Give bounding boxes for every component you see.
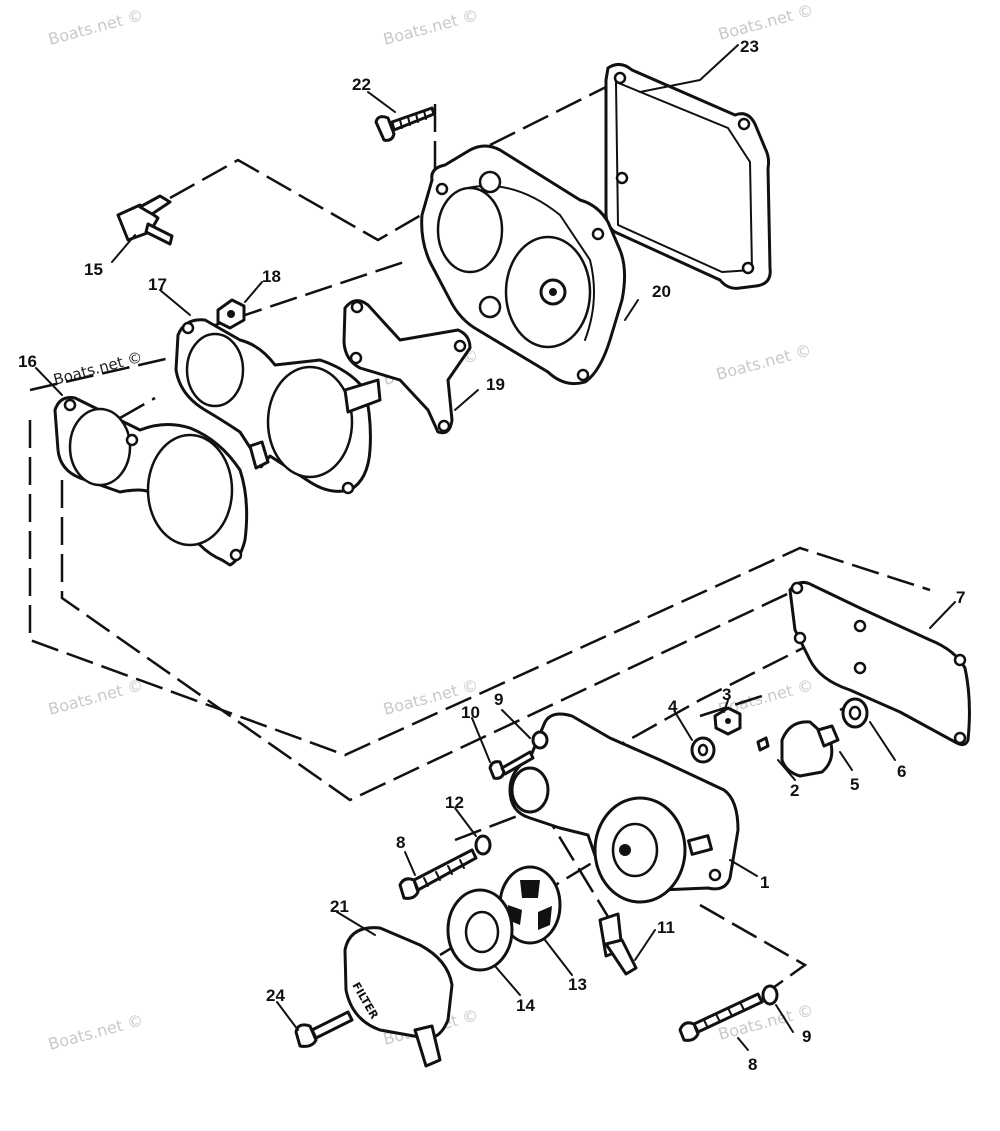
callout-22: 22: [352, 75, 371, 94]
callout-7: 7: [956, 588, 965, 607]
callout-4: 4: [668, 697, 678, 716]
callout-23: 23: [740, 37, 759, 56]
callout-11: 11: [657, 918, 675, 937]
callout-9: 9: [494, 690, 503, 709]
part-2-screw: [756, 736, 770, 752]
callout-16: 16: [18, 352, 37, 371]
part-14-gasket: [446, 888, 514, 972]
part-17-pump-body: [174, 318, 382, 495]
part-6-washer: [841, 697, 869, 729]
callout-13: 13: [568, 975, 587, 994]
callout-24: 24: [266, 986, 285, 1005]
part-11-fitting: [598, 912, 638, 976]
callout-2: 2: [790, 781, 799, 800]
part-7-gasket: [788, 580, 971, 747]
callout-3: 3: [722, 685, 731, 704]
callout-9: 9: [802, 1027, 811, 1046]
part-22-screw: [374, 106, 436, 142]
callout-12: 12: [445, 793, 464, 812]
callout-8: 8: [748, 1055, 757, 1074]
part-9-washer: [531, 730, 549, 750]
part-10-screw: [488, 750, 535, 780]
part-18-nut: [216, 298, 246, 330]
watermark: Boats.net ©: [46, 1010, 145, 1054]
part-8-screw: [398, 848, 478, 900]
part-15-fitting: [116, 194, 174, 246]
part-16-gasket: [53, 396, 249, 567]
part-1-housing: [508, 712, 740, 904]
watermark: Boats.net ©: [46, 675, 145, 719]
part-13-plate: [498, 865, 562, 945]
part-23-gasket: [604, 63, 772, 290]
callout-6: 6: [897, 762, 906, 781]
callout-19: 19: [486, 375, 505, 394]
watermark: Boats.net ©: [46, 5, 145, 49]
watermark: Boats.net ©: [381, 5, 480, 49]
part-5-valve: [780, 720, 840, 778]
part-9-washer-lower: [761, 984, 779, 1006]
callout-15: 15: [84, 260, 103, 279]
part-12-washer: [474, 834, 492, 856]
callout-1: 1: [760, 873, 769, 892]
part-24-screw: [294, 1010, 354, 1048]
callout-17: 17: [148, 275, 167, 294]
callout-14: 14: [516, 996, 535, 1015]
callouts: 23 22 15 17 18 16 20 19 7 9 10 4 3 2 5 6…: [18, 37, 965, 1074]
part-3-nut: [713, 706, 742, 736]
leader-lines: [35, 44, 956, 1051]
callout-8: 8: [396, 833, 405, 852]
watermark: Boats.net ©: [716, 0, 815, 44]
callout-5: 5: [850, 775, 859, 794]
part-20-pump-cover: [420, 144, 627, 386]
part-8-screw-lower: [678, 992, 764, 1042]
callout-20: 20: [652, 282, 671, 301]
watermark: Boats.net ©: [714, 340, 813, 384]
callout-10: 10: [461, 703, 480, 722]
watermark: Boats.net ©: [51, 348, 144, 389]
part-19-bracket: [342, 299, 472, 435]
part-4-washer: [690, 736, 716, 764]
callout-21: 21: [330, 897, 349, 916]
callout-18: 18: [262, 267, 281, 286]
